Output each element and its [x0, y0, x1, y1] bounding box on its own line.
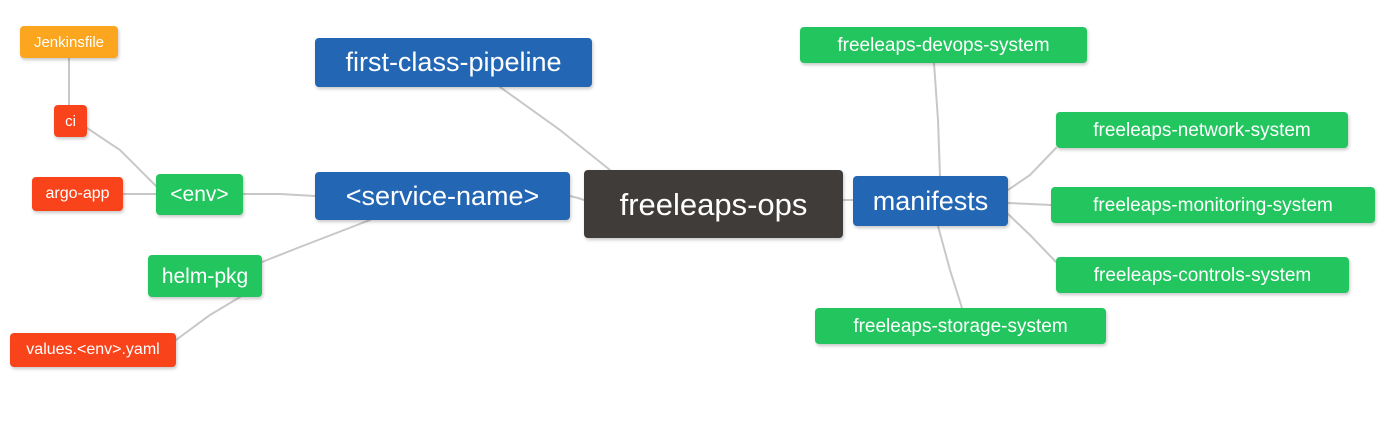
node-env[interactable]: <env>	[156, 174, 243, 215]
node-label: helm-pkg	[161, 264, 249, 288]
node-label: freeleaps-monitoring-system	[1093, 194, 1333, 216]
node-values-yaml[interactable]: values.<env>.yaml	[10, 333, 176, 367]
node-freeleaps-devops-system[interactable]: freeleaps-devops-system	[800, 27, 1087, 63]
node-ci[interactable]: ci	[54, 105, 87, 137]
node-label: argo-app	[45, 185, 110, 202]
node-first-class-pipeline[interactable]: first-class-pipeline	[315, 38, 592, 87]
node-freeleaps-controls-system[interactable]: freeleaps-controls-system	[1056, 257, 1349, 293]
node-label: manifests	[872, 185, 989, 216]
node-service-name[interactable]: <service-name>	[315, 172, 570, 220]
edge-manifests-to-freeleaps-devops-system	[933, 62, 941, 177]
node-label: <env>	[170, 183, 229, 206]
edge-manifests-to-freeleaps-monitoring-system	[1007, 202, 1052, 206]
node-jenkinsfile[interactable]: Jenkinsfile	[20, 26, 118, 58]
node-label: freeleaps-controls-system	[1093, 264, 1312, 286]
node-freeleaps-network-system[interactable]: freeleaps-network-system	[1056, 112, 1348, 148]
node-argo-app[interactable]: argo-app	[32, 177, 123, 211]
edge-env-to-service-name	[242, 193, 316, 197]
node-label: freeleaps-storage-system	[853, 315, 1068, 337]
node-label: freeleaps-devops-system	[837, 34, 1050, 56]
node-helm-pkg[interactable]: helm-pkg	[148, 255, 262, 297]
edge-first-class-pipeline-to-freeleaps-ops	[499, 86, 611, 171]
node-label: freeleaps-network-system	[1093, 119, 1311, 141]
node-freeleaps-ops[interactable]: freeleaps-ops	[584, 170, 843, 238]
node-freeleaps-monitoring-system[interactable]: freeleaps-monitoring-system	[1051, 187, 1375, 223]
edge-manifests-to-freeleaps-network-system	[1007, 147, 1057, 191]
edge-manifests-to-freeleaps-controls-system	[1007, 213, 1057, 263]
edge-helm-pkg-to-service-name	[261, 219, 371, 263]
node-label: <service-name>	[345, 180, 540, 211]
node-label: Jenkinsfile	[33, 33, 105, 51]
node-label: ci	[65, 112, 76, 130]
node-freeleaps-storage-system[interactable]: freeleaps-storage-system	[815, 308, 1106, 344]
edge-manifests-to-freeleaps-storage-system	[937, 225, 963, 309]
node-label: freeleaps-ops	[619, 186, 808, 222]
edge-values-yaml-to-helm-pkg	[175, 296, 241, 341]
node-manifests[interactable]: manifests	[853, 176, 1008, 226]
node-label: values.<env>.yaml	[26, 341, 160, 358]
edge-service-name-to-freeleaps-ops	[569, 195, 585, 201]
node-label: first-class-pipeline	[345, 47, 562, 77]
